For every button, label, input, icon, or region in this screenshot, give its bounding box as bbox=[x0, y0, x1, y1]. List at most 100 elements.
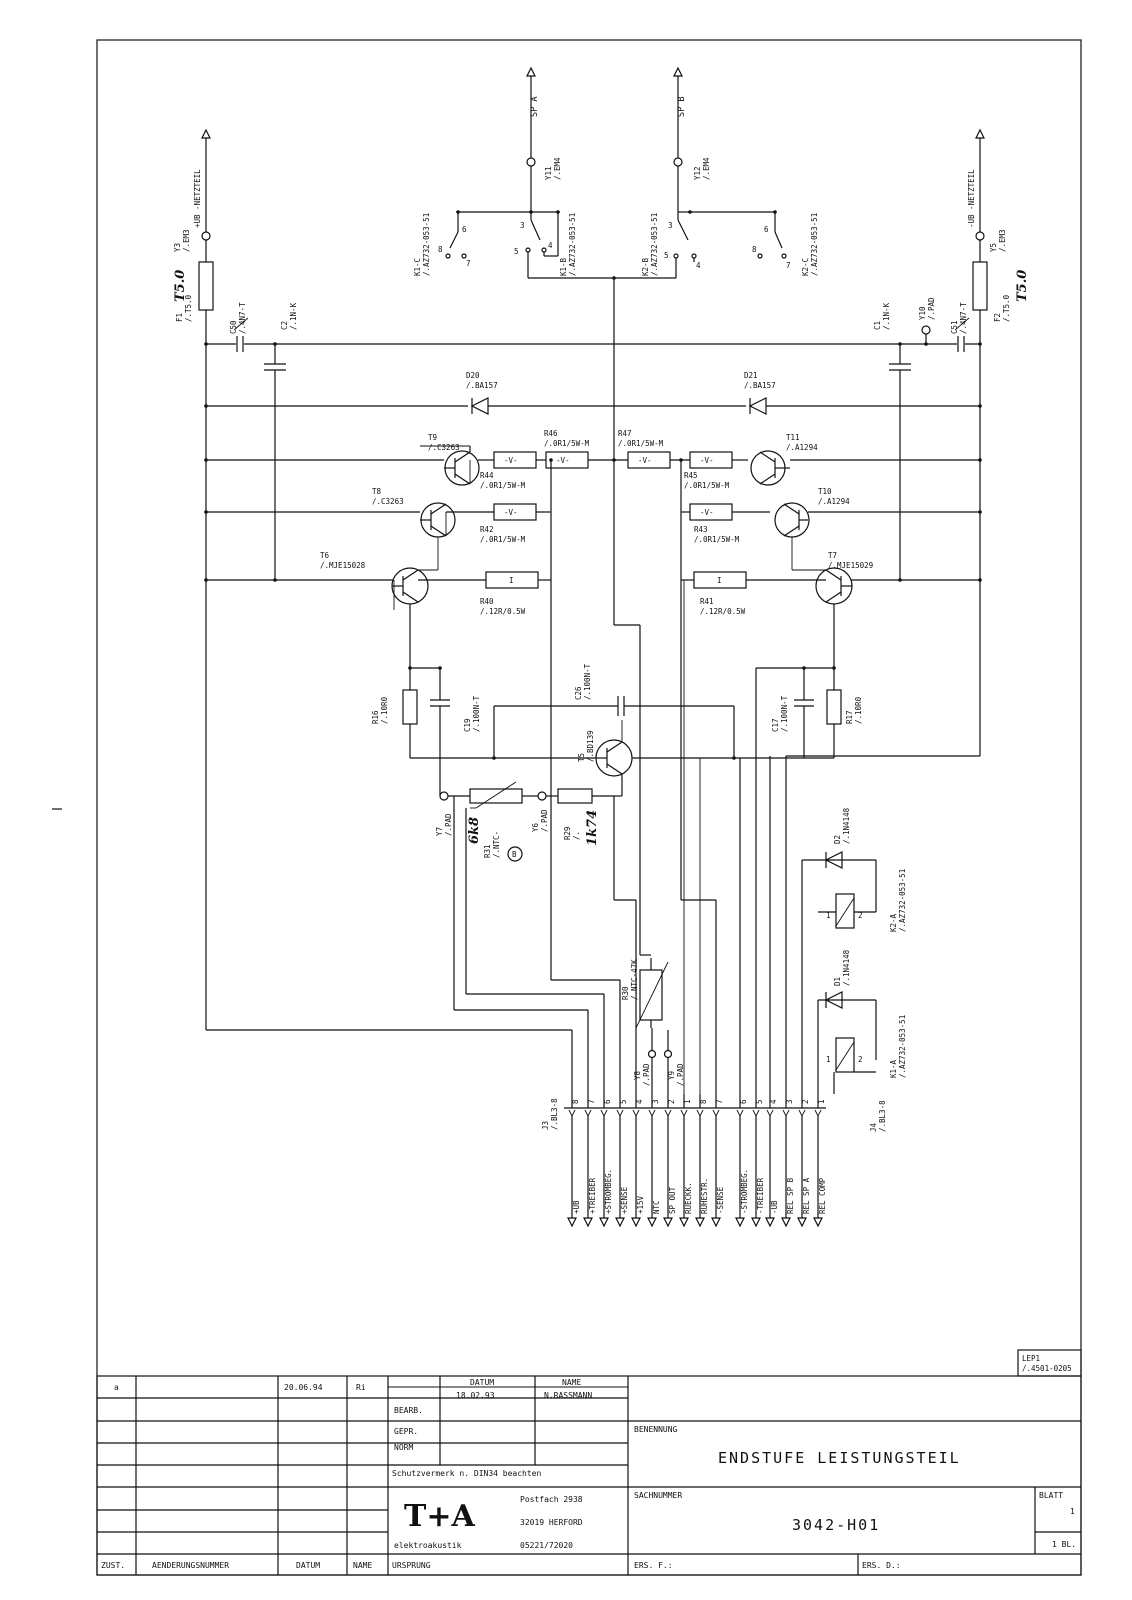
j3-pin-number: 6 bbox=[603, 1099, 612, 1104]
r45-ref: R45 bbox=[684, 471, 698, 480]
d1-ref: D1 bbox=[833, 977, 842, 986]
t11-value: /.A1294 bbox=[786, 443, 818, 452]
y12-pad bbox=[673, 157, 683, 167]
datum-col-header: DATUM bbox=[470, 1378, 494, 1387]
j3-value: /.BL3-8 bbox=[550, 1098, 559, 1130]
k2c-pin-7: 7 bbox=[786, 261, 791, 270]
k2a-ref: K2-A bbox=[889, 913, 898, 932]
j4-pin-number: 7 bbox=[715, 1099, 724, 1104]
j3-pin-number: 3 bbox=[651, 1099, 660, 1104]
bearb-date: 18.02.93 bbox=[456, 1391, 495, 1400]
k1c-pin-8: 8 bbox=[438, 245, 443, 254]
j4-pin-6: 6-STROMBEG. bbox=[735, 1094, 749, 1228]
j3-pin-number: 4 bbox=[635, 1099, 644, 1104]
j4-signal-label: -TREIBER bbox=[756, 1177, 765, 1214]
j3-signal-label: NTC bbox=[652, 1200, 661, 1214]
y7-value: /.PAD bbox=[444, 813, 453, 836]
f1-ref: F1 bbox=[175, 313, 184, 322]
name-col-header: NAME bbox=[562, 1378, 581, 1387]
j4-signal-label: -STROMBEG. bbox=[740, 1169, 749, 1214]
t5-value: /.BD139 bbox=[586, 730, 595, 762]
j4-pin-7: 7 -SENSE bbox=[711, 1094, 725, 1228]
y6-pad bbox=[537, 791, 547, 801]
c51-ref: C51 bbox=[950, 320, 959, 334]
c50-value: /.4N7-T bbox=[238, 302, 247, 334]
c1-value: /.1N-K bbox=[882, 302, 891, 330]
sheet-number: 1 bbox=[1070, 1507, 1075, 1516]
aenderungsnummer-header: AENDERUNGSNUMMER bbox=[152, 1561, 229, 1570]
k2a-pin-2: 2 bbox=[858, 911, 863, 920]
j4-signal-label: RUHESTR. bbox=[700, 1178, 709, 1214]
t6-ref: T6 bbox=[320, 551, 330, 560]
r31-thermal-marker bbox=[507, 846, 523, 862]
r30-value: /.NTC-47K bbox=[630, 959, 639, 1000]
k2b-pin-5: 5 bbox=[664, 251, 669, 260]
d21-ref: D21 bbox=[744, 371, 758, 380]
j4-signal-label: -SENSE bbox=[716, 1186, 725, 1214]
part-number: 3042-H01 bbox=[792, 1516, 880, 1534]
c19-value: /.100N-T bbox=[472, 695, 481, 732]
r29-value: /. bbox=[572, 831, 581, 840]
t9-value: /.C3263 bbox=[428, 443, 460, 452]
r44-symbol: -V- bbox=[504, 456, 518, 465]
j3-pin-2: 2SP OUT bbox=[663, 1094, 677, 1228]
j3-signal-label: RUECKK. bbox=[684, 1182, 693, 1214]
resistor-r29 bbox=[557, 788, 593, 804]
k1c-pin-6: 6 bbox=[462, 225, 467, 234]
rev-name: Ri bbox=[356, 1383, 366, 1392]
r46-value: /.0R1/5W-M bbox=[544, 439, 590, 448]
j4-pin-number: 5 bbox=[755, 1099, 764, 1104]
gepr-label: GEPR. bbox=[394, 1427, 418, 1436]
j4-pin-number: 1 bbox=[817, 1099, 826, 1104]
supply-plus: +UB -NETZTEIL Y3 /.EM3 F1 /.T5.0 T5.0 bbox=[173, 128, 214, 1030]
y7-ref: Y7 bbox=[435, 827, 444, 836]
r31-ref: R31 bbox=[483, 844, 492, 858]
d21-value: /.BA157 bbox=[744, 381, 776, 390]
bearb-name: N.RASSMANN bbox=[544, 1391, 592, 1400]
y8-ref: Y8 bbox=[633, 1070, 642, 1080]
k1b-value: /.AZ732-053-51 bbox=[568, 213, 577, 276]
relay-coils: D2 /.1N4148 1 2 K2-A /.AZ732-053-51 D1 /… bbox=[801, 807, 907, 1094]
j3-pins: 8+UB7+TREIBER6+STROMBEG.5+SENSE4+15V3NTC… bbox=[567, 1094, 693, 1228]
bus-lines: C50 /.4N7-T C51 /.4N7-T C2 /.1N-K C1 /.1… bbox=[204, 297, 982, 582]
r31-value: /.NTC- bbox=[492, 831, 501, 858]
output-stage: T9 /.C3263 -V- R44 /.0R1/5W-M -V- R46 /.… bbox=[320, 429, 873, 616]
k2c-pin-6: 6 bbox=[764, 225, 769, 234]
r17-ref: R17 bbox=[845, 710, 854, 724]
j4-signal-label: REL SP A bbox=[802, 1177, 811, 1214]
sp-a-output: SP A Y11 /.EM4 bbox=[526, 66, 562, 196]
t10-value: /.A1294 bbox=[818, 497, 850, 506]
j3-pin-number: 7 bbox=[587, 1099, 596, 1104]
r44-value: /.0R1/5W-M bbox=[480, 481, 526, 490]
connector-j3: J3 /.BL3-8 J4 /.BL3-8 bbox=[541, 1098, 887, 1132]
d1-value: /.1N4148 bbox=[842, 949, 851, 986]
r29-hand-note: 1k74 bbox=[585, 810, 600, 846]
sp-b-label: SP B bbox=[677, 97, 687, 117]
supply-minus: -UB -NETZTEIL Y5 /.EM3 F2 /.T5.0 T5.0 bbox=[967, 128, 1030, 756]
benennung-label: BENENNUNG bbox=[634, 1425, 678, 1434]
f2-ref: F2 bbox=[993, 313, 1002, 322]
r40-ref: R40 bbox=[480, 597, 494, 606]
j3-ref: J3 bbox=[541, 1121, 550, 1130]
resistor-r16 bbox=[402, 689, 418, 725]
k1b-ref: K1-B bbox=[559, 257, 568, 276]
t7-value: /.MJE15029 bbox=[828, 561, 873, 570]
bias-section: R16 /.10R0 C19 /.100N-T C26 /.100N-T T5 … bbox=[371, 604, 863, 862]
c17-ref: C17 bbox=[771, 718, 780, 732]
ers-f-label: ERS. F.: bbox=[634, 1561, 673, 1570]
title-block: a 20.06.94 Ri ZUST. AENDERUNGSNUMMER DAT… bbox=[96, 1375, 1082, 1576]
lep-line1: LEP1 bbox=[1022, 1354, 1040, 1363]
k1c-ref: K1-C bbox=[413, 258, 422, 276]
r47-value: /.0R1/5W-M bbox=[618, 439, 664, 448]
datum-header-left: DATUM bbox=[296, 1561, 320, 1570]
j4-pin-number: 3 bbox=[785, 1099, 794, 1104]
y12-value: /.EM4 bbox=[702, 157, 711, 180]
k2b-pin-4: 4 bbox=[696, 261, 701, 270]
y6-value: /.PAD bbox=[540, 809, 549, 832]
r46-symbol: -V- bbox=[556, 456, 570, 465]
d20-ref: D20 bbox=[466, 371, 480, 380]
